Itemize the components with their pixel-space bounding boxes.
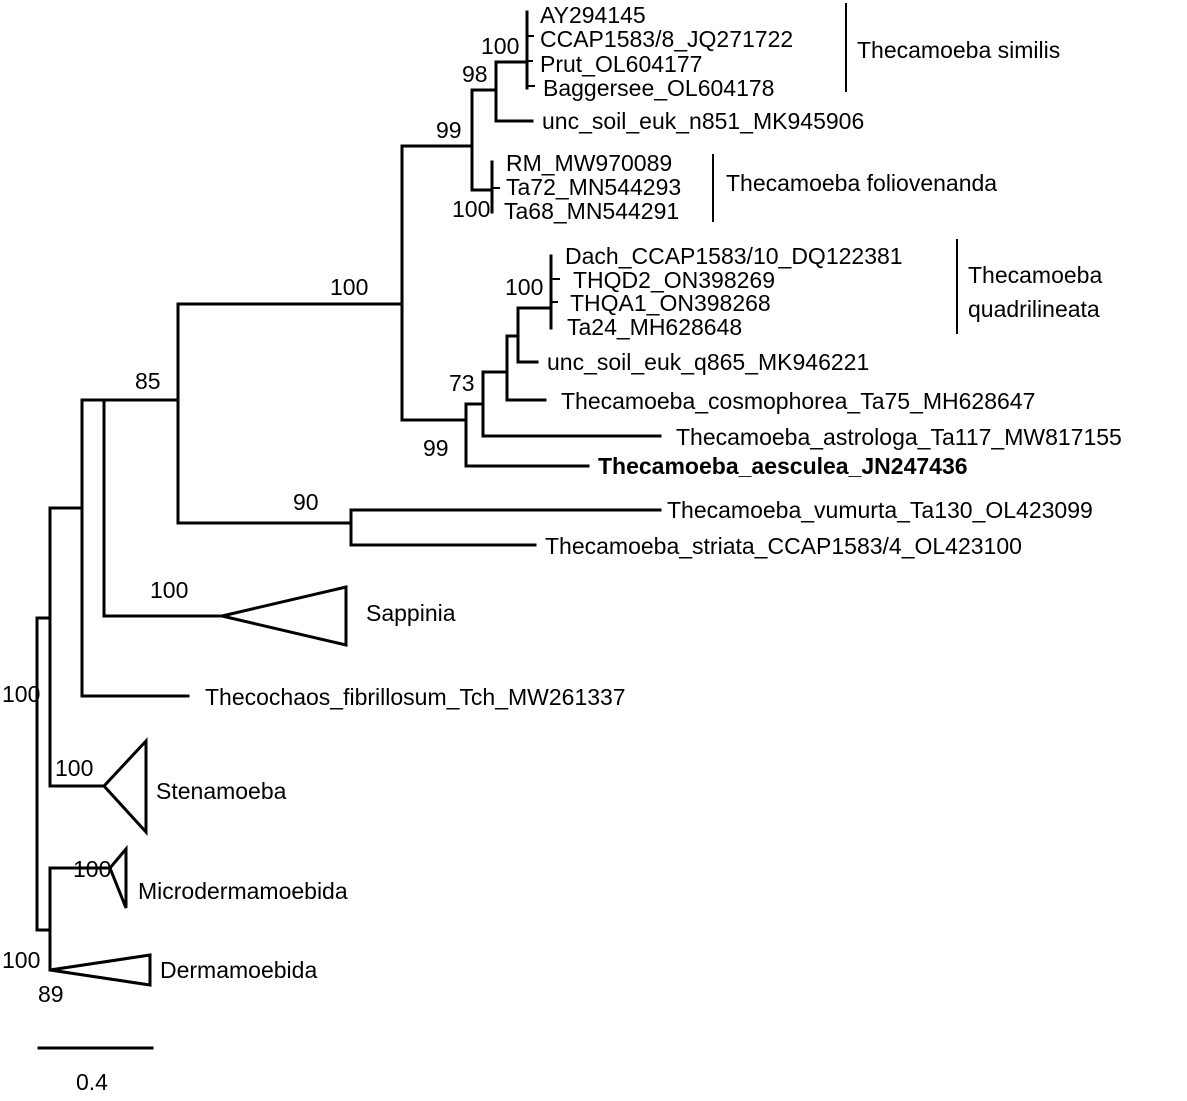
support-value: 100 xyxy=(2,681,40,707)
tip-label: Prut_OL604177 xyxy=(540,51,702,77)
group-label-quadrilineata: quadrilineata xyxy=(968,296,1100,322)
group-label-quadrilineata: Thecamoeba xyxy=(968,262,1102,288)
tree-branches xyxy=(35,10,662,972)
tip-label: Baggersee_OL604178 xyxy=(543,75,774,101)
tip-label: Thecamoeba_striata_CCAP1583/4_OL423100 xyxy=(545,533,1022,559)
group-brackets xyxy=(712,3,958,334)
support-value: 99 xyxy=(436,117,462,143)
tip-labels: AY294145 CCAP1583/8_JQ271722 Prut_OL6041… xyxy=(205,2,1122,710)
support-value: 100 xyxy=(452,196,490,222)
support-value: 73 xyxy=(449,370,475,396)
support-value: 85 xyxy=(135,368,161,394)
support-value: 100 xyxy=(505,274,543,300)
tip-label: unc_soil_euk_n851_MK945906 xyxy=(542,108,864,134)
support-value: 98 xyxy=(462,61,488,87)
tip-label: CCAP1583/8_JQ271722 xyxy=(540,26,793,52)
tip-label: Thecochaos_fibrillosum_Tch_MW261337 xyxy=(205,684,626,710)
support-value: 100 xyxy=(330,274,368,300)
scale-bar-label: 0.4 xyxy=(76,1069,108,1095)
stenamoeba-triangle xyxy=(101,737,148,836)
clade-labels: Sappinia Stenamoeba Microdermamoebida De… xyxy=(138,600,456,983)
group-label-foliovenanda: Thecamoeba foliovenanda xyxy=(726,170,997,196)
support-value: 100 xyxy=(150,577,188,603)
clade-label-microdermamoebida: Microdermamoebida xyxy=(138,878,348,904)
sappinia-triangle xyxy=(221,585,348,647)
collapsed-clades xyxy=(49,585,348,987)
scale-bar: 0.4 xyxy=(37,1046,154,1095)
tip-label: AY294145 xyxy=(540,2,646,28)
clade-label-dermamoebida: Dermamoebida xyxy=(160,957,317,983)
tip-label: Thecamoeba_vumurta_Ta130_OL423099 xyxy=(667,497,1093,523)
support-value: 89 xyxy=(38,981,64,1007)
tip-label: RM_MW970089 xyxy=(506,150,672,176)
tip-label: Ta24_MH628648 xyxy=(567,314,742,340)
support-value: 99 xyxy=(423,435,449,461)
support-value: 90 xyxy=(293,489,319,515)
support-values: 100 98 99 100 100 73 99 100 85 90 100 10… xyxy=(2,33,543,1007)
support-value: 100 xyxy=(55,755,93,781)
clade-label-stenamoeba: Stenamoeba xyxy=(156,778,287,804)
tip-label: Thecamoeba_astrologa_Ta117_MW817155 xyxy=(676,424,1122,450)
support-value: 100 xyxy=(73,856,111,882)
group-label-similis: Thecamoeba similis xyxy=(857,37,1060,63)
group-labels: Thecamoeba similis Thecamoeba foliovenan… xyxy=(726,37,1102,322)
tip-label: unc_soil_euk_q865_MK946221 xyxy=(547,349,869,375)
tip-label: Dach_CCAP1583/10_DQ122381 xyxy=(565,243,903,269)
support-value: 100 xyxy=(2,947,40,973)
dermamoebida-triangle xyxy=(49,953,152,987)
clade-label-sappinia: Sappinia xyxy=(366,600,456,626)
tip-label-highlighted: Thecamoeba_aesculea_JN247436 xyxy=(598,453,968,479)
tip-label: THQA1_ON398268 xyxy=(570,290,771,316)
tip-label: THQD2_ON398269 xyxy=(573,267,775,293)
support-value: 100 xyxy=(481,33,519,59)
microdermamoebida-triangle xyxy=(108,844,128,909)
tip-label: Thecamoeba_cosmophorea_Ta75_MH628647 xyxy=(561,388,1035,414)
tip-label: Ta72_MN544293 xyxy=(506,174,681,200)
tip-label: Ta68_MN544291 xyxy=(504,198,679,224)
